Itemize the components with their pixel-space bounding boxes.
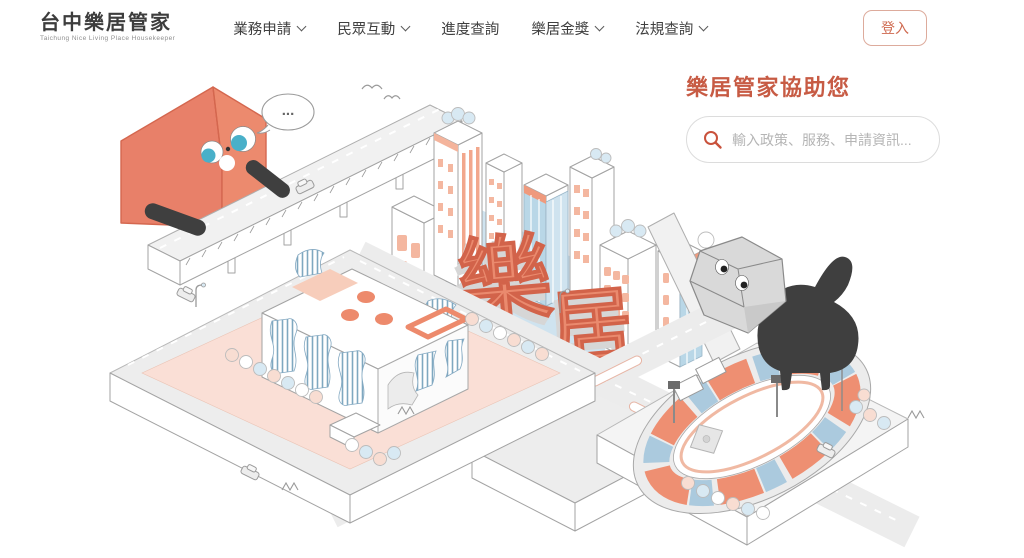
elevated-highway — [147, 104, 463, 286]
site-subtitle: Taichung Nice Living Place Housekeeper — [40, 35, 176, 43]
search-input[interactable] — [732, 131, 924, 148]
chevron-down-icon — [400, 21, 411, 31]
svg-text:...: ... — [282, 102, 295, 119]
theater-building — [261, 268, 469, 450]
tower — [433, 107, 483, 288]
tower — [485, 153, 523, 293]
search-box[interactable] — [686, 116, 940, 163]
nav-item-leju-award[interactable]: 樂居金獎 — [531, 18, 605, 39]
site-title: 台中樂居管家 — [40, 12, 172, 35]
nav-item-business-application[interactable]: 業務申請 — [233, 18, 307, 39]
stadium-block — [596, 339, 925, 546]
speech-bubble: ... — [256, 93, 315, 134]
nav-item-public-interaction[interactable]: 民眾互動 — [337, 18, 411, 39]
isometric-city-illustration: ... — [109, 84, 925, 548]
tower — [599, 219, 657, 360]
plaza-trees — [225, 312, 549, 466]
top-navigation-bar: 台中樂居管家 Taichung Nice Living Place Housek… — [0, 0, 1024, 56]
hero-search-panel: 樂居管家協助您 — [686, 70, 940, 163]
stadium-trees — [681, 388, 891, 520]
site-logo[interactable]: 台中樂居管家 Taichung Nice Living Place Housek… — [40, 13, 175, 43]
nav-item-progress-inquiry[interactable]: 進度查詢 — [441, 21, 500, 38]
nav-item-regulation-inquiry[interactable]: 法規查詢 — [635, 18, 709, 39]
dog-mascot — [689, 236, 859, 391]
chevron-down-icon — [594, 21, 605, 31]
baseball-stadium — [632, 339, 872, 515]
hero-heading: 樂居管家協助您 — [686, 75, 851, 100]
house-mascot — [120, 86, 267, 228]
chevron-down-icon — [698, 21, 709, 31]
main-nav: 業務申請 民眾互動 進度查詢 樂居金獎 法規查詢 — [201, 18, 709, 39]
tower — [523, 173, 569, 307]
login-button[interactable]: 登入 — [863, 10, 927, 46]
search-icon — [704, 131, 722, 149]
birds-icon — [361, 84, 401, 100]
house-mascot-arms — [144, 160, 290, 236]
theater-block — [109, 249, 596, 524]
chevron-down-icon — [296, 21, 307, 31]
